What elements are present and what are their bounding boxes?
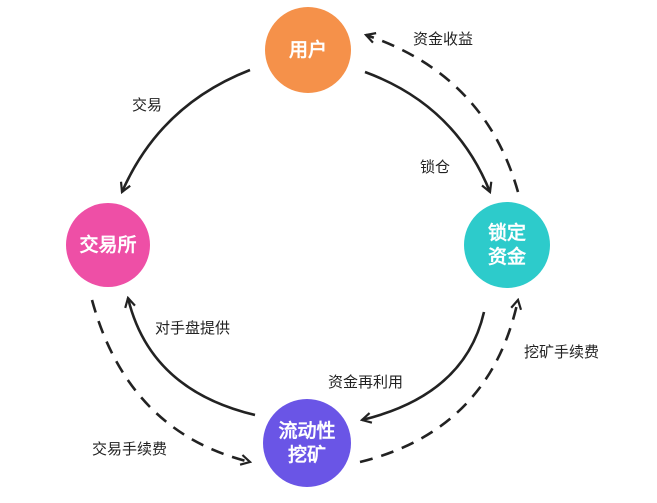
arrow-mining-to-exchange [128, 298, 256, 417]
node-locked-funds: 锁定 资金 [464, 202, 550, 288]
node-locked-line1: 锁定 [487, 222, 526, 244]
dashed-mining-to-locked [359, 300, 518, 464]
node-mining-line1: 流动性 [278, 420, 336, 442]
node-user-label: 用户 [288, 39, 327, 61]
dashed-exchange-to-mining [90, 299, 250, 462]
node-exchange: 交易所 [66, 203, 150, 287]
node-exchange-label: 交易所 [79, 234, 137, 256]
node-locked-line2: 资金 [487, 246, 526, 268]
label-fund-reuse: 资金再利用 [328, 373, 404, 391]
label-fund-income: 资金收益 [413, 30, 474, 48]
label-trade-fee: 交易手续费 [92, 440, 168, 458]
arrow-user-to-exchange [122, 68, 251, 192]
arrow-locked-to-mining [362, 311, 486, 420]
node-user: 用户 [265, 7, 351, 93]
node-mining-line2: 挖矿 [287, 444, 326, 466]
dashed-locked-to-user [366, 35, 520, 193]
node-liquidity-mining: 流动性 挖矿 [263, 399, 351, 487]
label-trade: 交易 [132, 96, 163, 114]
label-counterparty: 对手盘提供 [155, 319, 231, 337]
arrow-user-to-locked [364, 70, 490, 192]
label-lock: 锁仓 [420, 158, 451, 176]
label-mining-fee: 挖矿手续费 [524, 343, 600, 361]
